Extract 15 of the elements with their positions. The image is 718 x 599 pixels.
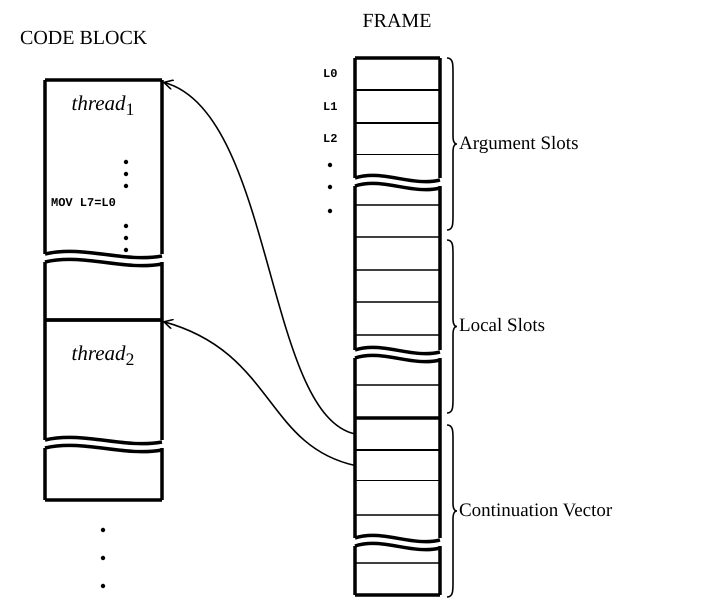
arrow xyxy=(163,81,356,435)
arrow xyxy=(163,319,356,466)
column-heading: FRAME xyxy=(362,10,432,32)
region-label: Local Slots xyxy=(459,316,546,336)
frame-slot xyxy=(355,450,440,481)
thread-label: thread$_{1}$ xyxy=(72,92,134,120)
column-heading: CODE BLOCK xyxy=(20,27,148,49)
region-label: Argument Slots xyxy=(459,134,578,154)
slot-label: L1 xyxy=(323,100,338,114)
slot-label: L0 xyxy=(323,68,338,81)
frame-slot xyxy=(355,123,440,155)
instruction-text: MOV L7=L0 xyxy=(51,197,116,210)
slot-label: L2 xyxy=(323,132,338,146)
region-label: Continuation Vector xyxy=(459,500,612,522)
frame-slot xyxy=(355,90,440,123)
